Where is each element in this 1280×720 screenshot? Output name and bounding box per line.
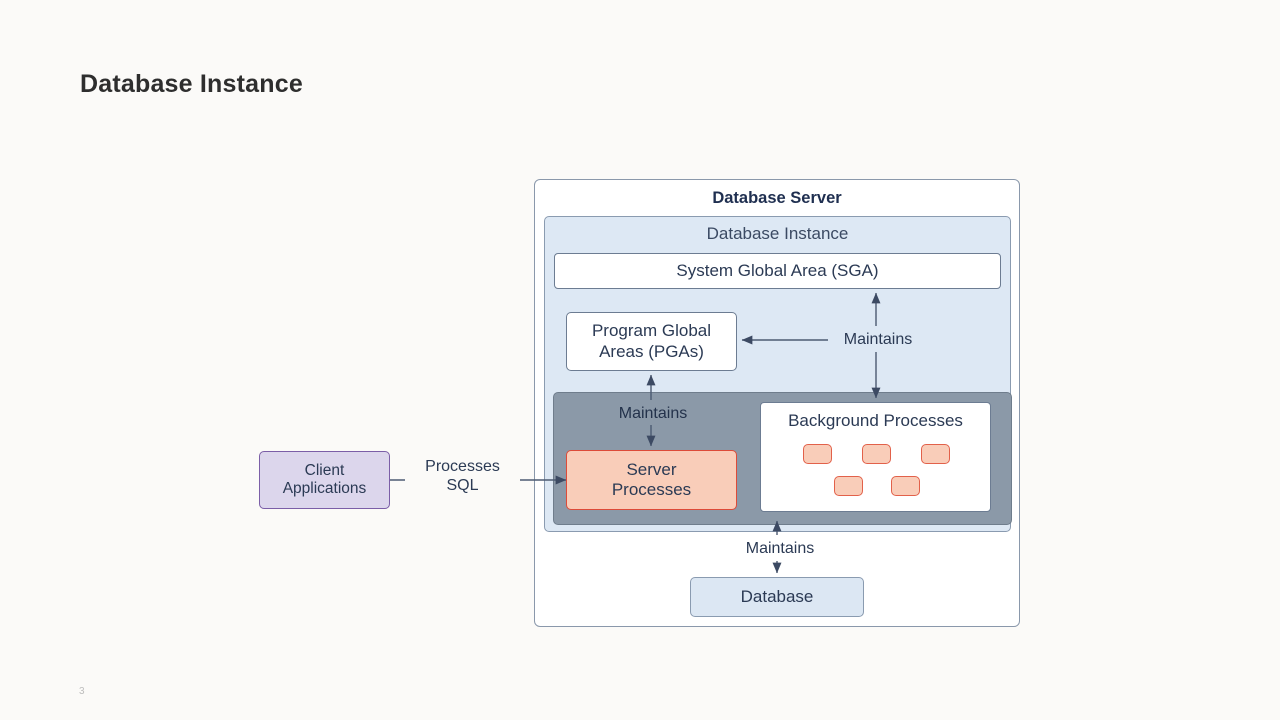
edge-label-maintains-sga-background: Maintains — [833, 329, 923, 351]
pga-label-line1: Program Global — [591, 321, 712, 341]
background-process-item — [921, 444, 950, 464]
server-processes-box: Server Processes — [566, 450, 737, 510]
database-server-label: Database Server — [712, 189, 842, 207]
processes-sql-line1: Processes — [425, 458, 500, 475]
system-global-area-box: System Global Area (SGA) — [554, 253, 1001, 289]
database-label: Database — [740, 586, 814, 606]
edge-label-maintains-instance-database: Maintains — [733, 538, 827, 560]
client-applications-label-line1: Client — [304, 461, 345, 479]
sga-label: System Global Area (SGA) — [676, 260, 879, 280]
page-title: Database Instance — [80, 70, 303, 98]
background-process-item — [891, 476, 920, 496]
program-global-areas-box: Program Global Areas (PGAs) — [566, 312, 737, 371]
background-process-item — [803, 444, 832, 464]
client-applications-box: Client Applications — [259, 451, 390, 509]
edge-label-maintains-pga-server: Maintains — [606, 403, 700, 425]
database-instance-label: Database Instance — [706, 224, 849, 243]
page-number: 3 — [79, 686, 85, 697]
background-process-item — [834, 476, 863, 496]
background-processes-label: Background Processes — [788, 411, 963, 430]
processes-sql-line2: SQL — [446, 477, 479, 495]
server-processes-label-line1: Server — [626, 459, 677, 479]
background-process-item — [862, 444, 891, 464]
pga-label-line2: Areas (PGAs) — [599, 341, 704, 361]
edge-label-processes-sql: Processes SQL — [405, 455, 520, 498]
server-processes-label-line2: Processes — [611, 480, 692, 499]
database-box: Database — [690, 577, 864, 617]
client-applications-label-line2: Applications — [282, 480, 367, 497]
